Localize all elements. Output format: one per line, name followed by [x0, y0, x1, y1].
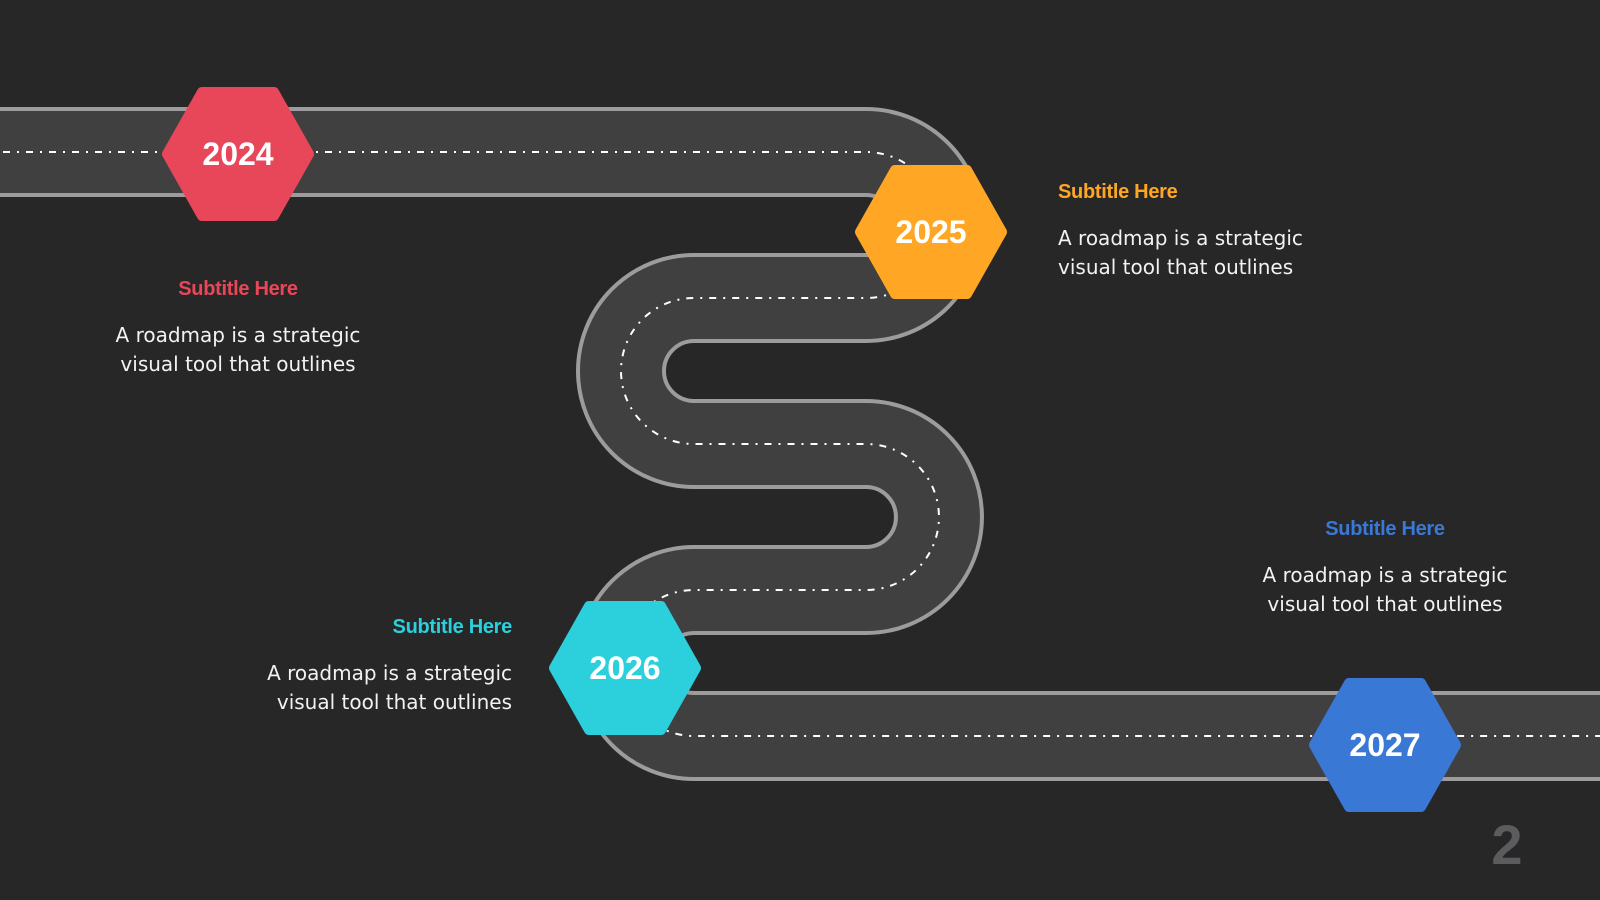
hexagon-shape-outline [162, 87, 314, 221]
milestone-description: A roadmap is a strategic visual tool tha… [1262, 563, 1508, 616]
milestone-subtitle: Subtitle Here [178, 278, 298, 300]
milestone-2025-hexagon: 2025 [855, 165, 1007, 299]
milestone-year-2024: 2024 [202, 136, 273, 172]
milestone-description: A roadmap is a strategic visual tool tha… [115, 323, 361, 376]
milestone-subtitle: Subtitle Here [1325, 518, 1445, 540]
milestone-2026-hexagon: 2026 [549, 601, 701, 735]
milestone-subtitle: Subtitle Here [392, 616, 513, 638]
hexagon-shape-outline [855, 165, 1007, 299]
milestone-2024-hexagon: 2024 [162, 87, 314, 221]
milestone-year-2025: 2025 [895, 214, 966, 250]
milestone-subtitle: Subtitle Here [1058, 181, 1178, 203]
milestone-2025-text: Subtitle Here A roadmap is a strategic v… [1058, 181, 1398, 282]
milestone-2026-text: Subtitle Here A roadmap is a strategic v… [172, 616, 512, 717]
milestone-description: A roadmap is a strategic visual tool tha… [267, 661, 512, 714]
hexagon-shape [167, 92, 309, 216]
hexagon-shape [1314, 683, 1456, 807]
milestone-year-2027: 2027 [1349, 727, 1420, 763]
milestone-description: A roadmap is a strategic visual tool tha… [1058, 226, 1303, 279]
milestone-2027-hexagon: 2027 [1309, 678, 1461, 812]
hexagon-shape-outline [549, 601, 701, 735]
hexagon-shape [554, 606, 696, 730]
hexagon-shape-outline [1309, 678, 1461, 812]
milestone-2024-text: Subtitle Here A roadmap is a strategic v… [68, 278, 408, 379]
milestone-2027-text: Subtitle Here A roadmap is a strategic v… [1215, 518, 1555, 619]
page-number: 2 [1491, 813, 1523, 876]
hexagon-shape [860, 170, 1002, 294]
milestone-year-2026: 2026 [589, 650, 660, 686]
